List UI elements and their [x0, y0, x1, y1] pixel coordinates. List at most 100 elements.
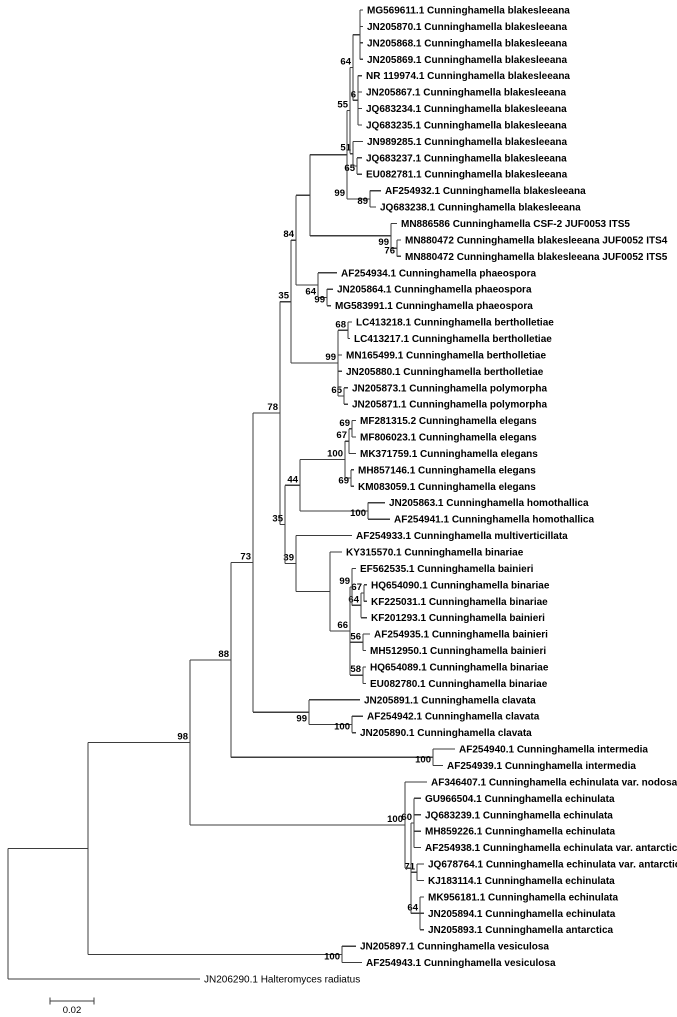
taxon-label: AF254940.1 Cunninghamella intermedia: [459, 745, 648, 756]
bootstrap-value: 100: [334, 722, 350, 733]
bootstrap-value: 65: [331, 385, 342, 396]
bootstrap-value: 56: [350, 631, 361, 642]
taxon-label: JN205869.1 Cunninghamella blakesleeana: [367, 55, 568, 66]
bootstrap-value: 100: [350, 508, 366, 519]
taxon-label: MN880472 Cunninghamella blakesleeana JUF…: [405, 252, 668, 263]
taxon-label: JN206290.1 Halteromyces radiatus: [204, 975, 360, 986]
taxon-label: MG583991.1 Cunninghamella phaeospora: [335, 301, 533, 312]
bootstrap-value: 99: [314, 295, 325, 306]
taxon-label: HQ654089.1 Cunninghamella binariae: [370, 662, 549, 673]
taxon-label: JQ683238.1 Cunninghamella blakesleeana: [380, 203, 581, 214]
bootstrap-value: 78: [267, 402, 278, 413]
taxon-label: JN205890.1 Cunninghamella clavata: [360, 728, 532, 739]
taxon-label: AF254935.1 Cunninghamella bainieri: [374, 630, 548, 641]
bootstrap-value: 69: [339, 418, 350, 429]
scale-bar-label: 0.02: [63, 1005, 82, 1016]
taxon-label: EF562535.1 Cunninghamella bainieri: [360, 564, 534, 575]
bootstrap-value: 100: [415, 755, 431, 766]
taxon-label: KJ183114.1 Cunninghamella echinulata: [428, 876, 615, 887]
bootstrap-value: 99: [296, 713, 307, 724]
bootstrap-value: 100: [327, 449, 343, 460]
taxon-label: HQ654090.1 Cunninghamella binariae: [371, 580, 550, 591]
taxon-label: MK956181.1 Cunninghamella echinulata: [428, 892, 618, 903]
taxon-label: JN205864.1 Cunninghamella phaeospora: [337, 285, 532, 296]
bootstrap-value: 67: [351, 582, 362, 593]
taxon-label: JQ678764.1 Cunninghamella echinulata var…: [428, 860, 677, 871]
taxon-label: MH857146.1 Cunninghamella elegans: [358, 465, 536, 476]
taxon-label: JQ683235.1 Cunninghamella blakesleeana: [366, 120, 567, 131]
bootstrap-value: 66: [337, 620, 348, 631]
taxon-label: MN165499.1 Cunninghamella bertholletiae: [346, 350, 546, 361]
taxon-label: KY315570.1 Cunninghamella binariae: [346, 547, 524, 558]
taxon-label: KM083059.1 Cunninghamella elegans: [358, 482, 536, 493]
taxon-label: JN205867.1 Cunninghamella blakesleeana: [366, 88, 567, 99]
bootstrap-value: 69: [338, 475, 349, 486]
bootstrap-value: 51: [340, 143, 351, 154]
bootstrap-value: 99: [325, 352, 336, 363]
taxon-label: JN205897.1 Cunninghamella vesiculosa: [360, 942, 549, 953]
bootstrap-value: 39: [283, 553, 294, 564]
taxon-label: EU082781.1 Cunninghamella blakesleeana: [366, 170, 568, 181]
taxon-label: JN205894.1 Cunninghamella echinulata: [428, 909, 616, 920]
taxon-label: EU082780.1 Cunninghamella binariae: [370, 679, 548, 690]
bootstrap-value: 64: [348, 594, 359, 605]
taxon-label: JN205868.1 Cunninghamella blakesleeana: [367, 38, 568, 49]
taxon-label: AF254939.1 Cunninghamella intermedia: [447, 761, 636, 772]
bootstrap-value: 44: [287, 474, 298, 485]
taxon-label: MH512950.1 Cunninghamella bainieri: [370, 646, 546, 657]
taxon-label: NR 119974.1 Cunninghamella blakesleeana: [366, 71, 570, 82]
taxon-label: MH859226.1 Cunninghamella echinulata: [425, 827, 615, 838]
bootstrap-value: 100: [387, 814, 403, 825]
taxon-label: JN205863.1 Cunninghamella homothallica: [389, 498, 589, 509]
bootstrap-value: 99: [334, 188, 345, 199]
taxon-label: MN880472 Cunninghamella blakesleeana JUF…: [405, 235, 668, 246]
taxon-label: AF254942.1 Cunninghamella clavata: [367, 712, 540, 723]
taxon-label: JN205871.1 Cunninghamella polymorpha: [352, 400, 547, 411]
bootstrap-value: 71: [404, 861, 415, 872]
taxon-label: GU966504.1 Cunninghamella echinulata: [425, 794, 615, 805]
bootstrap-value: 99: [339, 576, 350, 587]
bootstrap-value: 35: [272, 513, 283, 524]
taxon-label: LC413218.1 Cunninghamella bertholletiae: [356, 318, 554, 329]
taxon-label: AF254934.1 Cunninghamella phaeospora: [341, 268, 536, 279]
bootstrap-value: 64: [305, 286, 316, 297]
bootstrap-value: 99: [378, 237, 389, 248]
bootstrap-value: 76: [384, 245, 395, 256]
bootstrap-value: 58: [350, 664, 361, 675]
taxon-label: LC413217.1 Cunninghamella bertholletiae: [354, 334, 552, 345]
bootstrap-value: 88: [218, 649, 229, 660]
bootstrap-value: 55: [337, 100, 348, 111]
taxon-label: JN205891.1 Cunninghamella clavata: [364, 695, 536, 706]
bootstrap-value: 73: [240, 552, 251, 563]
taxon-label: MG569611.1 Cunninghamella blakesleeana: [367, 6, 570, 17]
bootstrap-value: 65: [344, 163, 355, 174]
taxon-label: JN205893.1 Cunninghamella antarctica: [428, 925, 614, 936]
taxon-label: KF201293.1 Cunninghamella bainieri: [371, 613, 545, 624]
taxon-label: AF254943.1 Cunninghamella vesiculosa: [366, 958, 556, 969]
bootstrap-value: 89: [357, 196, 368, 207]
taxon-label: JN989285.1 Cunninghamella blakesleeana: [367, 137, 568, 148]
taxon-label: AF254932.1 Cunninghamella blakesleeana: [385, 186, 586, 197]
taxon-label: JQ683234.1 Cunninghamella blakesleeana: [366, 104, 567, 115]
bootstrap-value: 67: [336, 430, 347, 441]
bootstrap-value: 98: [177, 731, 188, 742]
bootstrap-value: 84: [283, 229, 294, 240]
bootstrap-value: 64: [407, 902, 418, 913]
taxon-label: JN205873.1 Cunninghamella polymorpha: [352, 383, 547, 394]
bootstrap-value: 68: [335, 319, 346, 330]
taxon-label: JN205880.1 Cunninghamella bertholletiae: [346, 367, 544, 378]
taxon-label: AF254938.1 Cunninghamella echinulata var…: [425, 843, 677, 854]
bootstrap-value: 60: [401, 812, 412, 823]
taxon-label: KF225031.1 Cunninghamella binariae: [371, 597, 548, 608]
taxon-label: JQ683239.1 Cunninghamella echinulata: [425, 810, 613, 821]
bootstrap-value: 64: [340, 56, 351, 67]
taxon-label: AF346407.1 Cunninghamella echinulata var…: [431, 777, 677, 788]
bootstrap-value: 100: [324, 952, 340, 963]
taxon-label: MK371759.1 Cunninghamella elegans: [360, 449, 538, 460]
taxon-label: MN886586 Cunninghamella CSF-2 JUF0053 IT…: [401, 219, 630, 230]
bootstrap-value: 35: [278, 291, 289, 302]
taxon-label: JQ683237.1 Cunninghamella blakesleeana: [366, 153, 567, 164]
taxon-label: AF254941.1 Cunninghamella homothallica: [394, 515, 594, 526]
